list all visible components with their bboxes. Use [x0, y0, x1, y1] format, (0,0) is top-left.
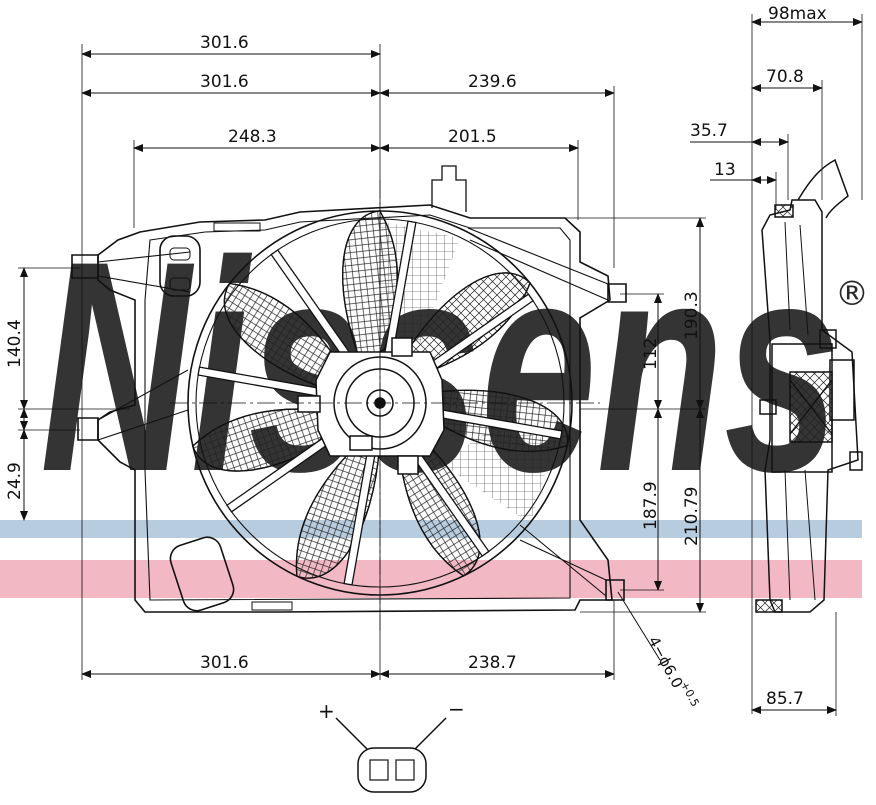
dimension-lines	[18, 14, 863, 716]
fan-blade	[223, 282, 342, 394]
lug-lower-right	[605, 579, 625, 601]
dim-inner-left: 248.3	[228, 127, 277, 147]
connector-body	[357, 747, 427, 793]
dim-right-190: 190.3	[682, 291, 702, 340]
lug-upper-right	[607, 283, 627, 303]
watermark-band-pink	[0, 560, 862, 598]
dim-side-85: 85.7	[766, 689, 804, 709]
clip-bottom-label	[251, 601, 293, 611]
fan-blade	[398, 430, 481, 577]
leader-line	[617, 591, 661, 661]
clip-bottom-left	[169, 536, 235, 612]
fan-spokes	[197, 220, 563, 586]
dim-side-70: 70.8	[766, 67, 804, 87]
side-hose	[797, 158, 849, 219]
watermark-registered-mark: ®	[835, 274, 869, 314]
fan-blade	[192, 408, 346, 472]
dim-side-13: 13	[714, 160, 736, 180]
fan-blades	[192, 210, 569, 579]
electrical-connector	[335, 717, 447, 793]
dim-right-112: 112	[641, 338, 661, 370]
dim-left-upper: 140.4	[5, 319, 25, 368]
shroud-inner-outline	[144, 214, 571, 601]
dim-right-187: 187.9	[641, 481, 661, 530]
clip-top-label	[213, 222, 261, 232]
dim-hole-tolerance: +0.5	[678, 679, 702, 709]
dim-right-210: 210.79	[682, 487, 702, 546]
connector-plus-label: +	[318, 699, 335, 723]
dim-hole-note: 4−ϕ6.0	[644, 633, 686, 691]
fan-blade	[399, 272, 531, 374]
dim-top-left: 301.6	[200, 72, 249, 92]
dim-top-right: 239.6	[468, 72, 517, 92]
dim-inner-right: 201.5	[448, 127, 497, 147]
lug-upper-left	[71, 254, 99, 279]
dim-bottom-left: 301.6	[200, 653, 249, 673]
dim-side-35: 35.7	[690, 121, 728, 141]
side-view	[755, 158, 863, 613]
dim-top-overall-left: 301.6	[200, 33, 249, 53]
grille-segment	[380, 221, 460, 353]
clip-upper-left	[159, 235, 201, 297]
dim-side-98max: 98max	[768, 4, 827, 24]
dim-bottom-right: 238.7	[468, 653, 517, 673]
fan-blade	[295, 447, 381, 579]
dim-left-lower: 24.9	[5, 462, 25, 500]
connector-minus-label: −	[448, 697, 465, 721]
grille-segment	[440, 423, 555, 523]
side-bottom-pad	[755, 599, 783, 613]
side-shroud-body	[761, 199, 859, 613]
top-connector	[431, 165, 467, 212]
